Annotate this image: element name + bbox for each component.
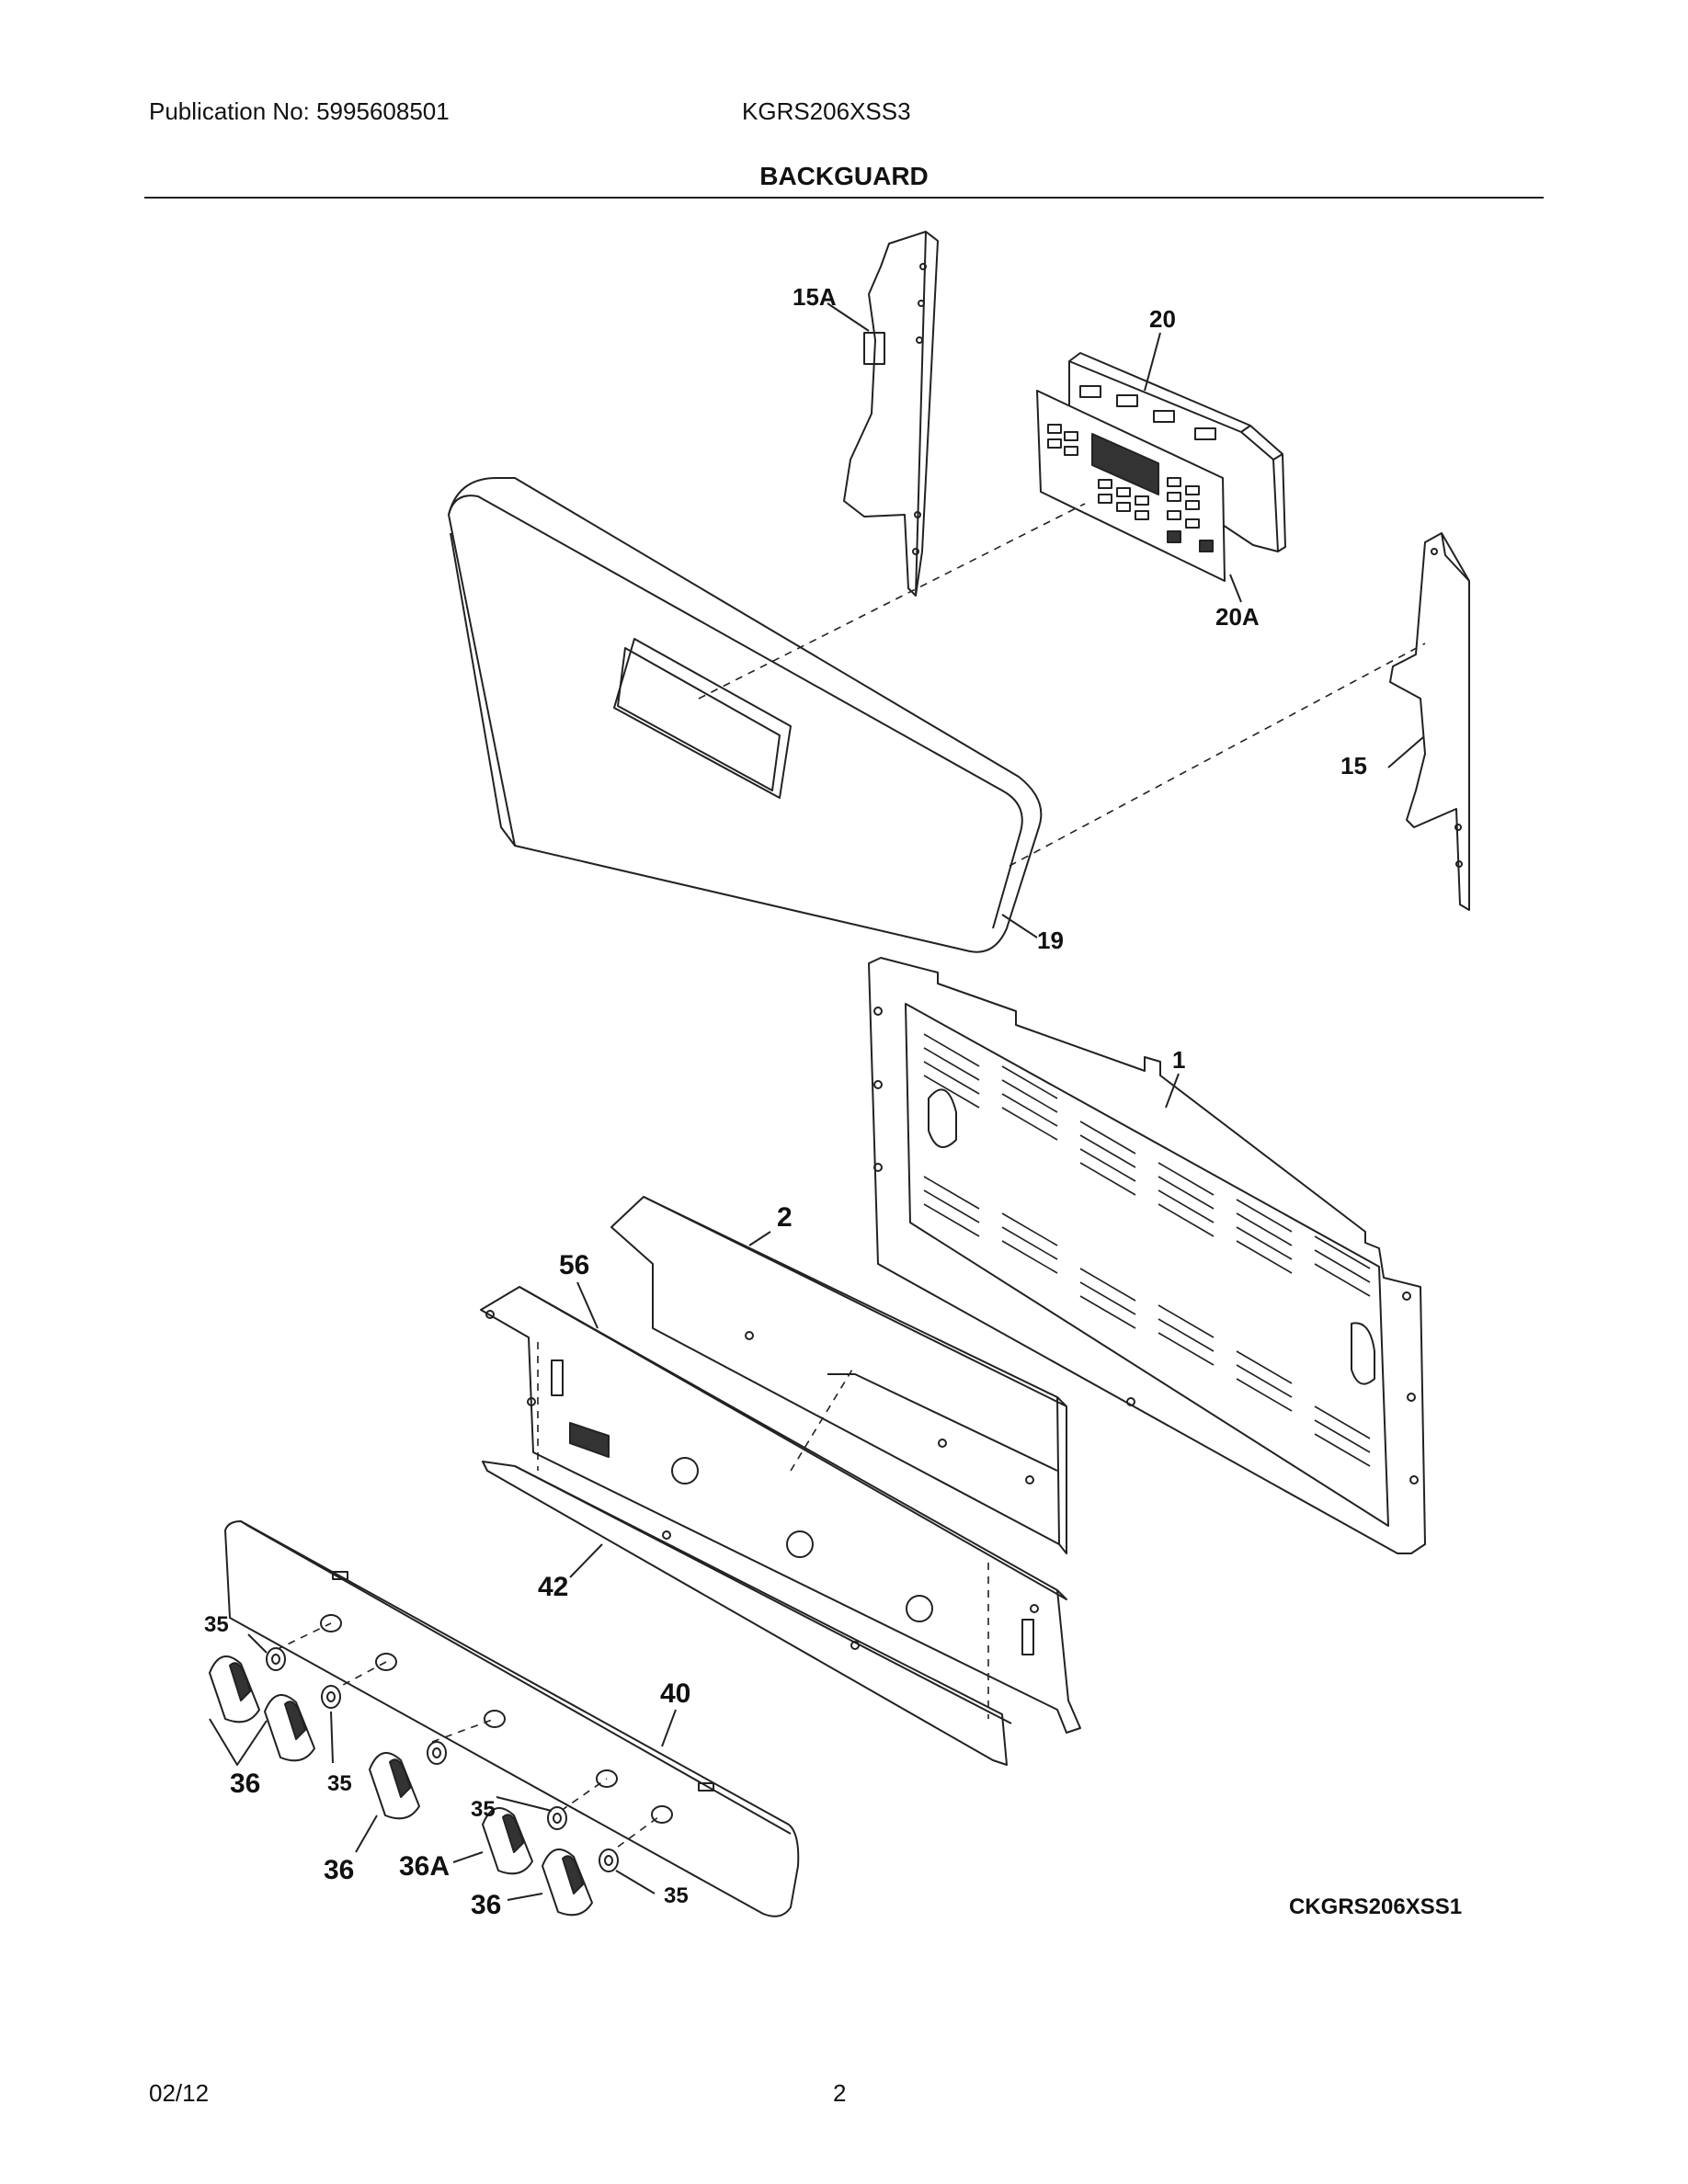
header-divider (144, 197, 1544, 199)
part-1-rear-panel (868, 957, 1426, 1554)
diagram-code: CKGRS206XSS1 (1289, 1894, 1462, 1919)
leader-lines (209, 302, 1424, 1901)
knob-springs (266, 1647, 619, 1872)
assembly-lines (275, 503, 1426, 1856)
callout-56: 56 (559, 1250, 589, 1280)
callout-35-d: 35 (664, 1883, 689, 1908)
callout-35-b: 35 (327, 1771, 352, 1796)
knob-36a (482, 1807, 533, 1875)
part-19-console (448, 477, 1043, 953)
callout-2: 2 (777, 1202, 793, 1233)
page-number: 2 (833, 2079, 847, 2107)
callout-15: 15 (1340, 752, 1367, 779)
part-15a-bracket (843, 231, 939, 597)
knob-5 (542, 1848, 593, 1917)
callout-20a: 20A (1215, 603, 1260, 631)
knob-1 (209, 1655, 260, 1723)
footer-date: 02/12 (149, 2079, 210, 2107)
callout-36-c: 36 (471, 1890, 501, 1920)
callout-40: 40 (660, 1678, 690, 1709)
callout-20: 20 (1149, 305, 1176, 333)
callout-1: 1 (1172, 1046, 1185, 1074)
callout-36-a: 36 (230, 1769, 260, 1799)
part-15-bracket (1389, 532, 1470, 911)
part-42-trim (482, 1461, 1012, 1766)
knob-3 (369, 1752, 420, 1820)
part-56-control-support (480, 1286, 1081, 1734)
callout-35-a: 35 (204, 1612, 229, 1637)
knob-2 (264, 1694, 315, 1762)
callout-35-c: 35 (471, 1797, 496, 1822)
page-title: BACKGUARD (759, 162, 929, 190)
part-20a-overlay (1036, 390, 1226, 582)
part-2-heat-shield (610, 1196, 1067, 1554)
callout-19: 19 (1037, 927, 1064, 954)
callout-42: 42 (538, 1572, 568, 1602)
part-40-manifold-panel (224, 1520, 800, 1917)
callout-36a: 36A (399, 1851, 450, 1882)
model-number: KGRS206XSS3 (742, 97, 911, 125)
publication-number: Publication No: 5995608501 (149, 97, 450, 125)
callout-36-b: 36 (324, 1855, 354, 1885)
burner-knobs (209, 1655, 593, 1917)
callout-15a: 15A (793, 283, 837, 311)
